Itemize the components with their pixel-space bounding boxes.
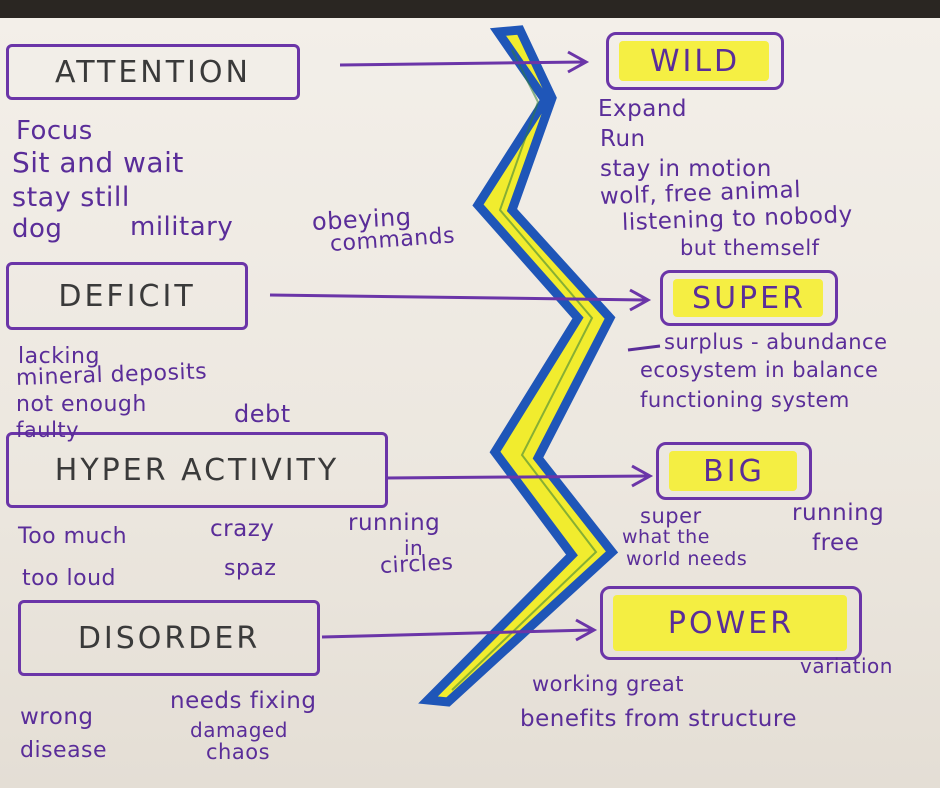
note-running-left: running (348, 510, 441, 536)
term-box-super: SUPER (660, 270, 838, 326)
arrow-attention-wild (339, 50, 590, 74)
arrow-hyper-big (385, 464, 654, 488)
term-label-deficit: DEFICIT (58, 278, 196, 314)
note-stay-in-motion: stay in motion (600, 156, 772, 182)
note-stay-still: stay still (12, 182, 130, 213)
note-super-small: super (640, 504, 702, 528)
term-label-power: POWER (667, 605, 795, 641)
term-box-hyper-activity: HYPER ACTIVITY (6, 432, 388, 508)
term-box-big: BIG (656, 442, 812, 500)
note-chaos: chaos (206, 740, 271, 764)
term-label-attention: ATTENTION (55, 54, 251, 90)
highlight-super (673, 279, 823, 317)
term-box-attention: ATTENTION (6, 44, 300, 100)
note-crazy: crazy (210, 516, 275, 542)
arrow-deficit-super (269, 288, 652, 312)
term-label-big: BIG (703, 453, 765, 489)
note-sit-and-wait: Sit and wait (12, 146, 184, 179)
note-needs-fixing: needs fixing (170, 688, 317, 714)
note-dog: dog (12, 214, 63, 244)
note-ecosystem-in-balance: ecosystem in balance (640, 358, 879, 382)
note-wrong: wrong (20, 704, 94, 730)
highlight-big (669, 451, 797, 491)
term-box-wild: WILD (606, 32, 784, 90)
note-not-enough: not enough (16, 392, 147, 417)
note-spaz: spaz (224, 556, 277, 581)
note-in: in (404, 536, 424, 560)
note-world-needs: world needs (626, 548, 748, 570)
note-working-great: working great (532, 672, 684, 696)
note-expand: Expand (598, 96, 688, 122)
note-damaged: damaged (190, 718, 288, 742)
term-label-super: SUPER (692, 280, 806, 316)
term-box-deficit: DEFICIT (6, 262, 248, 330)
note-benefits-from-structure: benefits from structure (520, 706, 797, 732)
note-faulty: faulty (16, 418, 80, 442)
note-lacking: lacking (18, 344, 100, 369)
note-run: Run (600, 126, 646, 152)
term-label-wild: WILD (649, 43, 741, 79)
term-box-power: POWER (600, 586, 862, 660)
note-what-the: what the (622, 526, 710, 548)
note-circles: circles (379, 550, 455, 579)
term-label-disorder: DISORDER (77, 620, 261, 656)
bolt-outline (418, 25, 619, 707)
bolt-inner-stroke (451, 49, 598, 691)
note-running-right: running (792, 500, 885, 526)
term-box-disorder: DISORDER (18, 600, 320, 676)
scribble-mark (627, 344, 661, 352)
note-but-themself: but themself (680, 236, 820, 260)
note-too-loud: too loud (22, 566, 117, 591)
note-free: free (812, 530, 860, 556)
note-too-much: Too much (18, 524, 128, 549)
note-functioning-system: functioning system (640, 388, 850, 412)
note-focus: Focus (16, 116, 93, 146)
note-disease: disease (20, 738, 108, 763)
note-surplus-abundance: surplus - abundance (664, 330, 888, 354)
note-debt: debt (234, 400, 291, 428)
note-military: military (130, 212, 234, 242)
highlight-power (613, 595, 847, 651)
note-variation: variation (800, 654, 893, 678)
highlight-wild (619, 41, 769, 81)
term-label-hyper-activity: HYPER ACTIVITY (54, 452, 340, 488)
arrow-disorder-power (321, 618, 598, 642)
